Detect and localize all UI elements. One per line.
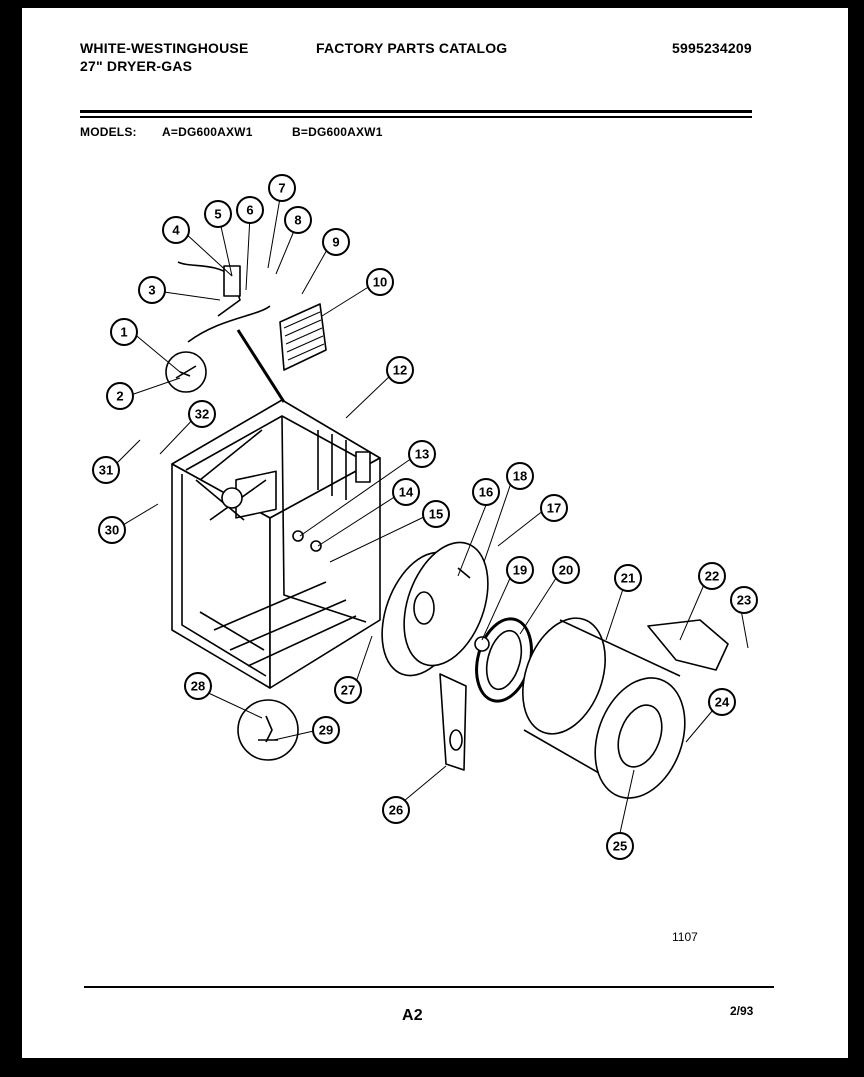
callout-13: 13	[408, 440, 436, 468]
callout-14: 14	[392, 478, 420, 506]
svg-text:9: 9	[332, 235, 339, 250]
page-label: A2	[402, 1007, 423, 1024]
detail-circle-lower	[237, 699, 299, 761]
callout-25: 25	[606, 832, 634, 860]
callout-29: 29	[312, 716, 340, 744]
callout-6: 6	[236, 196, 264, 224]
svg-text:7: 7	[278, 181, 285, 196]
svg-text:21: 21	[621, 571, 635, 586]
footer-rule	[84, 986, 774, 988]
svg-text:24: 24	[715, 695, 730, 710]
exploded-parts-diagram: 1 2 3 4 5 6 7 8 9 10 12 13 14 15 16 17 1…	[92, 174, 758, 860]
callout-24: 24	[708, 688, 736, 716]
callout-27: 27	[334, 676, 362, 704]
svg-text:31: 31	[99, 463, 113, 478]
callout-20: 20	[552, 556, 580, 584]
header-rule-top	[80, 110, 752, 113]
callout-15: 15	[422, 500, 450, 528]
catalog-number: 5995234209	[672, 40, 752, 56]
svg-text:22: 22	[705, 569, 719, 584]
callout-31: 31	[92, 456, 120, 484]
header-rule-bottom	[80, 116, 752, 118]
svg-text:6: 6	[246, 203, 253, 218]
brand-name: WHITE-WESTINGHOUSE	[80, 40, 249, 56]
svg-text:5: 5	[214, 207, 221, 222]
svg-text:29: 29	[319, 723, 333, 738]
callout-3: 3	[138, 276, 166, 304]
callout-22: 22	[698, 562, 726, 590]
svg-text:8: 8	[294, 213, 301, 228]
date-code: 2/93	[730, 1004, 754, 1018]
callout-1: 1	[110, 318, 138, 346]
callout-16: 16	[472, 478, 500, 506]
svg-text:27: 27	[341, 683, 355, 698]
svg-text:10: 10	[373, 275, 387, 290]
svg-text:30: 30	[105, 523, 119, 538]
callout-5: 5	[204, 200, 232, 228]
svg-text:16: 16	[479, 485, 493, 500]
svg-text:17: 17	[547, 501, 561, 516]
callout-group: 1 2 3 4 5 6 7 8 9 10 12 13 14 15 16 17 1…	[92, 174, 758, 860]
service-panel-grille	[279, 303, 327, 371]
svg-text:12: 12	[393, 363, 407, 378]
callout-8: 8	[284, 206, 312, 234]
svg-text:13: 13	[415, 447, 429, 462]
callout-28: 28	[184, 672, 212, 700]
svg-text:3: 3	[148, 283, 155, 298]
dryer-cabinet	[171, 399, 381, 689]
svg-text:2: 2	[116, 389, 123, 404]
svg-text:20: 20	[559, 563, 573, 578]
svg-text:26: 26	[389, 803, 403, 818]
callout-12: 12	[386, 356, 414, 384]
svg-text:18: 18	[513, 469, 527, 484]
models-label: MODELS:	[80, 125, 137, 139]
model-a: A=DG600AXW1	[162, 125, 253, 139]
svg-text:4: 4	[172, 223, 180, 238]
callout-32: 32	[188, 400, 216, 428]
svg-text:25: 25	[613, 839, 627, 854]
callout-2: 2	[106, 382, 134, 410]
svg-text:19: 19	[513, 563, 527, 578]
callout-7: 7	[268, 174, 296, 202]
leader-lines	[109, 197, 749, 843]
callout-17: 17	[540, 494, 568, 522]
front-bulkhead	[381, 541, 489, 677]
callout-21: 21	[614, 564, 642, 592]
svg-text:15: 15	[429, 507, 443, 522]
product-name: 27" DRYER-GAS	[80, 58, 193, 74]
svg-text:32: 32	[195, 407, 209, 422]
callout-26: 26	[382, 796, 410, 824]
catalog-sheet: WHITE-WESTINGHOUSE 27" DRYER-GAS FACTORY…	[22, 8, 848, 1058]
callout-19: 19	[506, 556, 534, 584]
figure-number: 1107	[672, 930, 698, 944]
callout-30: 30	[98, 516, 126, 544]
front-panel-bracket	[439, 673, 467, 771]
drum-seal-ring	[474, 617, 533, 703]
callout-9: 9	[322, 228, 350, 256]
svg-text:1: 1	[120, 325, 127, 340]
dryer-drum	[520, 617, 686, 799]
callout-4: 4	[162, 216, 190, 244]
svg-text:23: 23	[737, 593, 751, 608]
callout-10: 10	[366, 268, 394, 296]
svg-text:14: 14	[399, 485, 414, 500]
callout-23: 23	[730, 586, 758, 614]
model-b: B=DG600AXW1	[292, 125, 383, 139]
svg-text:28: 28	[191, 679, 205, 694]
drum-baffle	[647, 619, 729, 671]
callout-18: 18	[506, 462, 534, 490]
catalog-title: FACTORY PARTS CATALOG	[316, 40, 508, 56]
